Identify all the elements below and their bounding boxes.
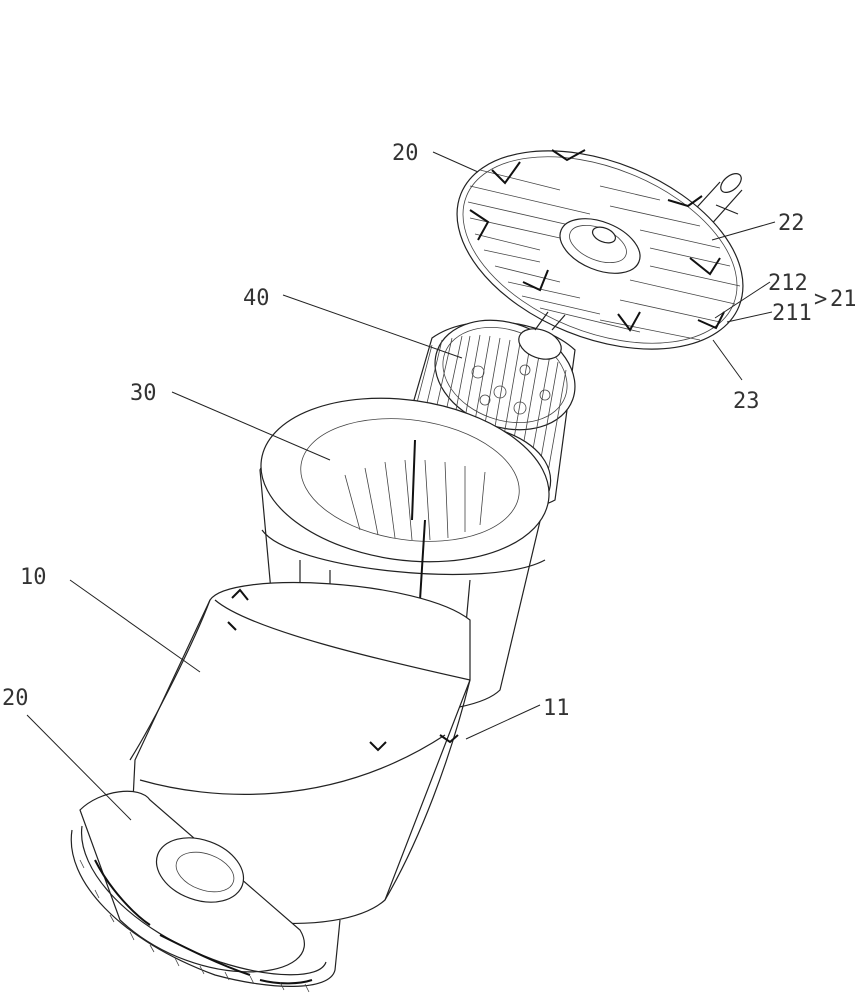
leader-11 bbox=[465, 704, 541, 740]
leader-22 bbox=[711, 221, 776, 241]
cover-ribs bbox=[467, 169, 741, 341]
upper-end-cover bbox=[456, 149, 744, 350]
label-21: 21 bbox=[830, 287, 857, 312]
stator-teeth bbox=[344, 459, 486, 541]
label-40: 40 bbox=[243, 286, 270, 311]
leader-20-top bbox=[432, 151, 479, 173]
label-22: 22 bbox=[778, 211, 805, 236]
leader-lines bbox=[26, 151, 776, 821]
lower-end-cover bbox=[70, 790, 341, 993]
leader-212 bbox=[714, 281, 771, 319]
label-10: 10 bbox=[20, 565, 47, 590]
leader-211 bbox=[726, 311, 773, 323]
leader-23 bbox=[712, 339, 743, 381]
label-212: 212 bbox=[768, 271, 808, 296]
label-11: 11 bbox=[543, 696, 570, 721]
leader-20-bottom bbox=[26, 714, 132, 821]
label-20-bottom: 20 bbox=[2, 686, 29, 711]
leader-40 bbox=[282, 294, 463, 359]
label-20-top: 20 bbox=[392, 141, 419, 166]
housing-notches bbox=[227, 588, 459, 752]
label-30: 30 bbox=[130, 381, 157, 406]
leader-10 bbox=[69, 579, 201, 673]
brace-21: > bbox=[814, 287, 827, 312]
label-211: 211 bbox=[772, 301, 812, 326]
label-23: 23 bbox=[733, 389, 760, 414]
cover-clips bbox=[469, 149, 725, 332]
leader-30 bbox=[171, 391, 331, 461]
reference-labels: 20 22 212 211 > 21 23 40 30 10 11 20 bbox=[2, 141, 857, 721]
